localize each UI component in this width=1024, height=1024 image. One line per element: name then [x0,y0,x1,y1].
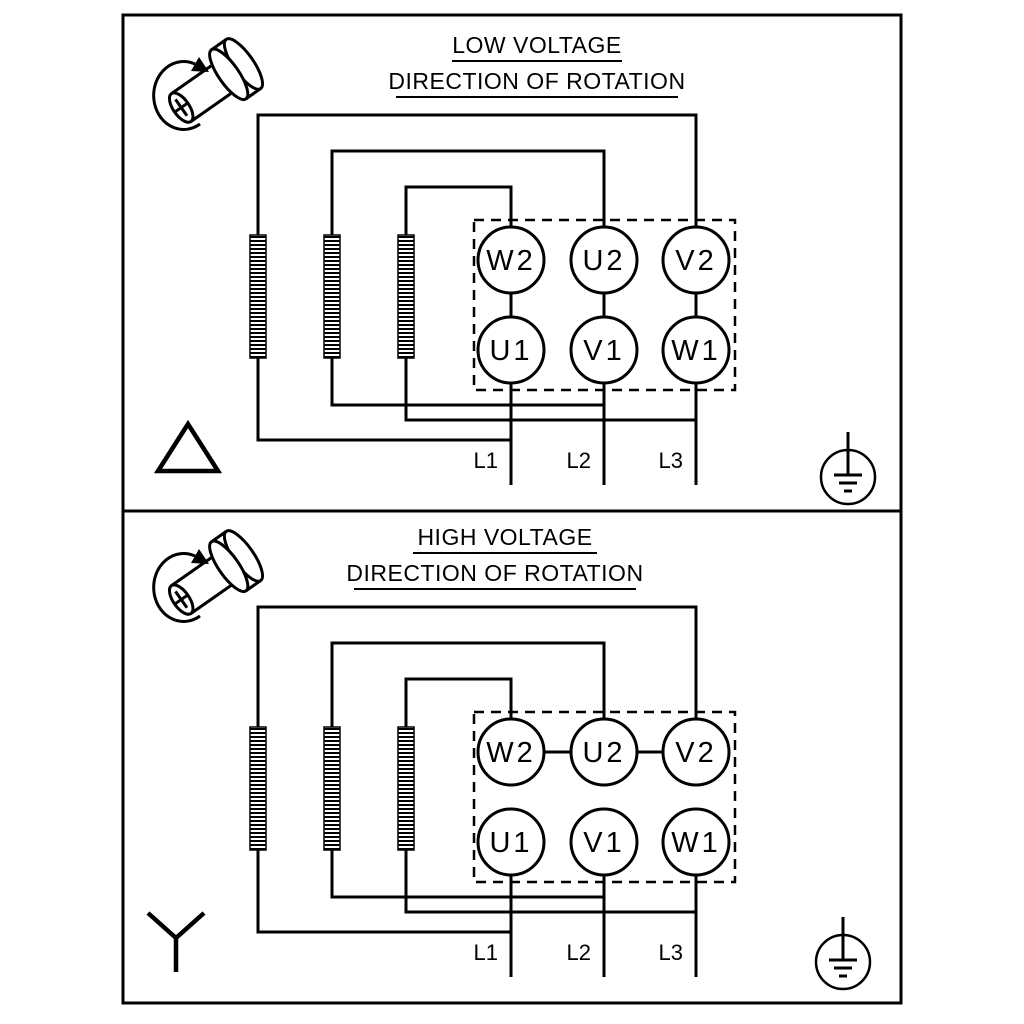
terminal-label: W2 [486,245,536,277]
terminal-label: V1 [583,335,624,367]
panel-title: HIGH VOLTAGE [417,524,592,550]
winding-coil-2 [323,234,341,359]
terminal-circle [569,315,639,385]
terminal-label: W2 [486,737,536,769]
wire-coil3-to-w2 [404,185,513,235]
lead-l3-label: L3 [659,940,683,965]
terminal-board-outline [472,710,737,884]
lead-l3-label: L3 [659,448,683,473]
terminal-label: V2 [675,737,716,769]
wire-coil2-to-l2 [330,850,604,899]
terminal-u2: U2 [569,717,639,787]
terminal-circle [661,225,731,295]
star-arm [146,911,178,940]
terminal-v1: V1 [569,807,639,877]
terminal-label: W1 [671,827,721,859]
terminal-circle [569,225,639,295]
low-voltage-panel: LOW VOLTAGE DIRECTION OF ROTATION L1 L2 … [152,32,877,506]
terminal-w2: W2 [476,225,546,295]
lead-l2-label: L2 [567,940,591,965]
terminal-label: W1 [671,335,721,367]
winding-coil-2 [323,726,341,851]
terminal-u1: U1 [476,807,546,877]
terminal-circle [661,717,731,787]
wire-coil2-to-u2 [330,641,606,727]
terminal-v1: V1 [569,315,639,385]
terminal-circle [476,315,546,385]
winding-coil-1 [249,726,267,851]
panel-subtitle: DIRECTION OF ROTATION [388,68,685,94]
terminal-label: U2 [582,245,625,277]
winding-coil-3 [397,726,415,851]
wire-coil3-to-w2 [404,677,513,727]
lead-l2-label: L2 [567,448,591,473]
wire-coil1-to-v2 [256,605,698,727]
winding-coil-1 [249,234,267,359]
terminal-circle [476,717,546,787]
terminal-label: V1 [583,827,624,859]
terminal-w1: W1 [661,315,731,385]
terminal-circle [661,807,731,877]
terminal-circle [569,807,639,877]
terminal-label: U1 [489,827,532,859]
wire-coil1-to-v2 [256,113,698,235]
terminal-v2: V2 [661,717,731,787]
wire-coil1-to-l1 [256,358,511,442]
wire-coil3-to-l3 [404,358,696,422]
wire-coil2-to-l2 [330,358,604,407]
terminal-w2: W2 [476,717,546,787]
terminal-circle [476,807,546,877]
terminal-label: U1 [489,335,532,367]
star-symbol-icon [146,911,206,972]
lead-l1-label: L1 [474,448,498,473]
terminal-circle [661,315,731,385]
terminal-u1: U1 [476,315,546,385]
terminal-label: V2 [675,245,716,277]
terminal-w1: W1 [661,807,731,877]
panel-subtitle: DIRECTION OF ROTATION [346,560,643,586]
wire-coil2-to-u2 [330,149,606,235]
high-voltage-panel: HIGH VOLTAGE DIRECTION OF ROTATION L1 L2… [146,524,872,991]
wire-coil1-to-l1 [256,850,511,934]
terminal-circle [476,225,546,295]
wire-coil3-to-l3 [404,850,696,914]
terminal-v2: V2 [661,225,731,295]
lead-l1-label: L1 [474,940,498,965]
terminal-u2: U2 [569,225,639,295]
delta-symbol-icon [153,419,223,474]
winding-coil-3 [397,234,415,359]
star-arm [174,911,206,940]
terminal-label: U2 [582,737,625,769]
terminal-board-outline [472,218,737,392]
panel-title: LOW VOLTAGE [452,32,622,58]
terminal-circle [569,717,639,787]
